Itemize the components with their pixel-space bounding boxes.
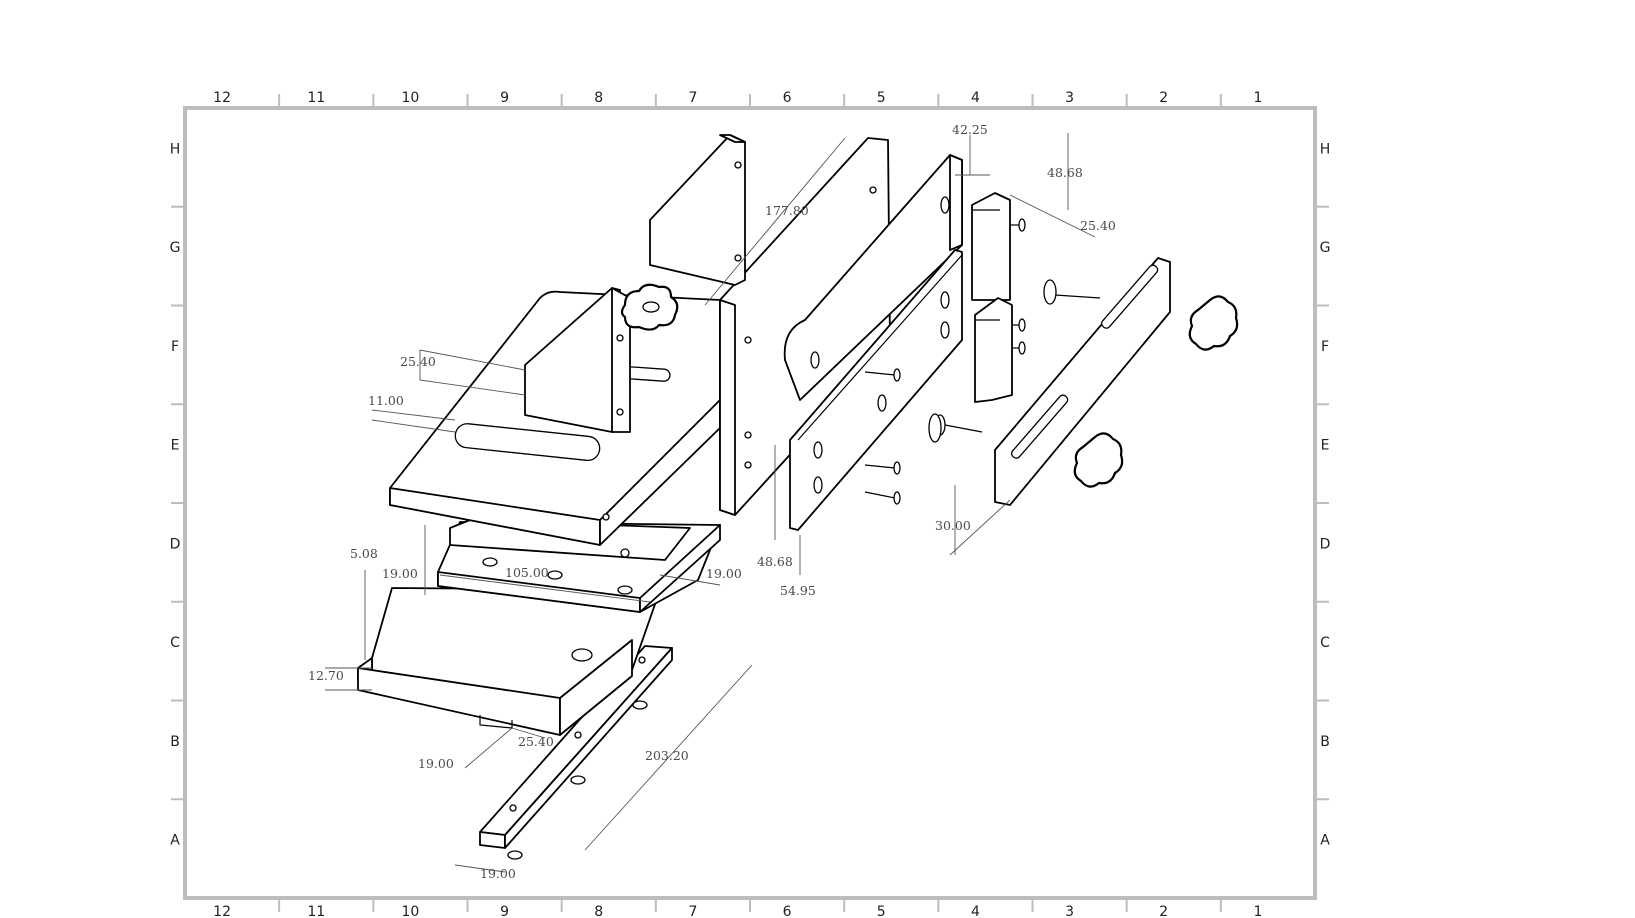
dim-42-25: 42.25 xyxy=(952,122,988,137)
column-label: 5 xyxy=(877,90,886,106)
dimension-lines xyxy=(325,133,1096,873)
dim-19-00-a: 19.00 xyxy=(382,566,418,581)
row-label: D xyxy=(170,536,181,552)
row-label: C xyxy=(170,635,180,651)
column-label: 2 xyxy=(1159,90,1168,106)
row-label: F xyxy=(1321,339,1329,355)
row-label: H xyxy=(1320,141,1331,157)
row-label: F xyxy=(171,339,179,355)
row-label: E xyxy=(171,438,180,454)
column-label: 3 xyxy=(1065,90,1074,106)
dim-177-80: 177.80 xyxy=(765,203,809,218)
column-label: 9 xyxy=(500,90,509,106)
column-label: 4 xyxy=(971,90,980,106)
dim-19-00-d: 19.00 xyxy=(480,866,516,881)
bottom-rail xyxy=(479,645,673,860)
row-label: H xyxy=(170,141,181,157)
dim-54-95: 54.95 xyxy=(780,583,816,598)
base-plate xyxy=(357,587,661,736)
column-label: 9 xyxy=(500,904,509,918)
column-label: 6 xyxy=(783,904,792,918)
column-label: 4 xyxy=(971,904,980,918)
column-labels-bottom: 12 11 10 9 8 7 6 5 4 3 2 1 xyxy=(213,904,1262,918)
dim-48-68-mid: 48.68 xyxy=(757,554,793,569)
column-labels-top: 12 11 10 9 8 7 6 5 4 3 2 1 xyxy=(213,90,1262,106)
star-knob-right-top xyxy=(1188,295,1239,351)
dim-25-40-bottom: 25.40 xyxy=(518,734,554,749)
row-labels-right: H G F E D C B A xyxy=(1320,141,1331,848)
dim-25-40-left: 25.40 xyxy=(400,354,436,369)
dim-12-70: 12.70 xyxy=(308,668,344,683)
row-label: G xyxy=(1320,240,1331,256)
row-label: B xyxy=(1320,734,1330,750)
sheet-border xyxy=(183,106,1317,900)
column-label: 7 xyxy=(688,90,697,106)
row-labels-left: H G F E D C B A xyxy=(170,141,181,848)
zone-ticks xyxy=(171,94,1329,912)
row-label: C xyxy=(1320,635,1330,651)
column-label: 6 xyxy=(783,90,792,106)
column-label: 11 xyxy=(307,904,325,918)
dim-203-20: 203.20 xyxy=(645,748,689,763)
dimension-labels: 42.25 48.68 25.40 177.80 25.40 11.00 5.0… xyxy=(308,122,1116,881)
column-label: 1 xyxy=(1253,90,1262,106)
row-label: A xyxy=(170,833,180,849)
row-label: B xyxy=(170,734,180,750)
column-label: 3 xyxy=(1065,904,1074,918)
column-label: 2 xyxy=(1159,904,1168,918)
screws xyxy=(864,218,1101,505)
row-label: E xyxy=(1321,438,1330,454)
row-label: A xyxy=(1320,833,1330,849)
rear-block xyxy=(649,134,746,286)
dim-48-68-top: 48.68 xyxy=(1047,165,1083,180)
stop-block-upper xyxy=(971,192,1011,301)
dim-30-00: 30.00 xyxy=(935,518,971,533)
upper-fence-board xyxy=(783,154,963,401)
star-knob-right-mid xyxy=(1073,432,1124,488)
column-label: 5 xyxy=(877,904,886,918)
stop-block-lower xyxy=(974,297,1013,403)
dim-25-40-right: 25.40 xyxy=(1080,218,1116,233)
column-label: 10 xyxy=(402,904,420,918)
column-label: 10 xyxy=(402,90,420,106)
table-knob xyxy=(620,283,679,331)
column-label: 12 xyxy=(213,904,231,918)
column-label: 12 xyxy=(213,90,231,106)
lower-fence-board xyxy=(789,249,963,531)
column-label: 7 xyxy=(688,904,697,918)
row-label: G xyxy=(170,240,181,256)
slotted-clamp-bar xyxy=(994,257,1171,506)
dim-19-00-c: 19.00 xyxy=(418,756,454,771)
table-bracket xyxy=(524,287,631,433)
row-label: D xyxy=(1320,536,1331,552)
dim-11-00: 11.00 xyxy=(368,393,404,408)
column-label: 8 xyxy=(594,904,603,918)
column-label: 8 xyxy=(594,90,603,106)
dim-5-08: 5.08 xyxy=(350,546,378,561)
dim-19-00-b: 19.00 xyxy=(706,566,742,581)
dim-105-00: 105.00 xyxy=(505,565,549,580)
column-label: 1 xyxy=(1253,904,1262,918)
column-label: 11 xyxy=(307,90,325,106)
